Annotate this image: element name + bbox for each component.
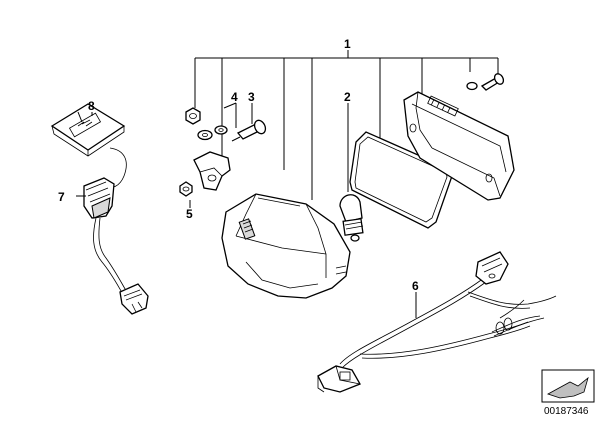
pointer-arrow-icon [547, 376, 589, 399]
screw-top-right [466, 73, 505, 91]
nut-5 [179, 181, 193, 197]
switch-7-assembly [76, 177, 149, 315]
callout-5: 5 [186, 207, 193, 221]
wiring-harness [317, 251, 557, 393]
switch-8 [50, 103, 127, 188]
mounting-bracket [193, 151, 231, 191]
callout-3: 3 [248, 90, 255, 104]
washer-3 [214, 125, 228, 135]
reference-box: 00187346 [541, 369, 595, 417]
lamp-housing [221, 193, 351, 299]
reference-number: 00187346 [544, 406, 589, 417]
harness-connector-bottom [317, 365, 361, 393]
callout-7: 7 [58, 190, 65, 204]
lens [403, 91, 515, 201]
callout-6: 6 [412, 279, 419, 293]
gasket [349, 131, 453, 229]
washer-4 [197, 129, 213, 141]
bulb [339, 194, 364, 242]
callout-leaders [91, 102, 417, 318]
callout-1: 1 [344, 37, 351, 51]
connector-small [119, 283, 149, 315]
callout-8: 8 [88, 99, 95, 113]
screw-3 [231, 119, 267, 142]
adjust-screw [238, 218, 256, 240]
nut-top [185, 107, 201, 125]
harness-connector-top [475, 251, 509, 285]
callout-4: 4 [231, 90, 238, 104]
cable-ties [495, 317, 513, 335]
callout-1-leader-lines [194, 50, 499, 200]
callout-2: 2 [344, 90, 351, 104]
